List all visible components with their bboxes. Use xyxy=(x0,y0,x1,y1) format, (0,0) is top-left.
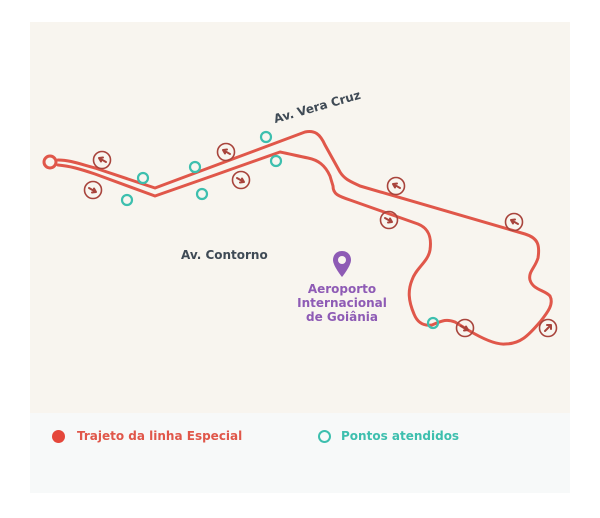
stop-ring-icon xyxy=(318,429,331,443)
map-canvas xyxy=(30,22,570,413)
stop-icon xyxy=(195,187,209,201)
legend-route: Trajeto da linha Especial xyxy=(52,429,242,443)
stop-icon xyxy=(188,160,202,174)
legend-panel xyxy=(30,413,570,493)
arrow-up-right-icon xyxy=(538,318,558,338)
airport-name-line2: Internacional xyxy=(297,296,387,310)
airport-landmark: Aeroporto Internacional de Goiânia xyxy=(292,250,392,324)
map-panel xyxy=(30,22,570,493)
stop-icon xyxy=(259,130,273,144)
stop-icon xyxy=(136,171,150,185)
stop-icon xyxy=(269,154,283,168)
route-dot-icon xyxy=(52,429,65,443)
stops xyxy=(120,130,440,330)
stop-icon xyxy=(120,193,134,207)
airport-name-line1: Aeroporto xyxy=(307,282,377,296)
arrow-left-icon xyxy=(504,212,524,232)
stop-icon xyxy=(426,316,440,330)
street-label-contorno: Av. Contorno xyxy=(181,248,268,262)
legend-stops: Pontos atendidos xyxy=(318,429,459,443)
arrow-right-icon xyxy=(231,170,251,190)
arrow-left-icon xyxy=(92,150,112,170)
arrow-right-icon xyxy=(455,318,475,338)
arrow-left-icon xyxy=(386,176,406,196)
legend-route-label: Trajeto da linha Especial xyxy=(77,429,243,443)
arrow-right-icon xyxy=(83,180,103,200)
route-start-icon xyxy=(42,154,58,170)
arrow-left-icon xyxy=(216,142,236,162)
map-pin-icon xyxy=(333,251,351,277)
airport-name-line3: de Goiânia xyxy=(306,310,378,324)
legend-stops-label: Pontos atendidos xyxy=(341,429,460,443)
